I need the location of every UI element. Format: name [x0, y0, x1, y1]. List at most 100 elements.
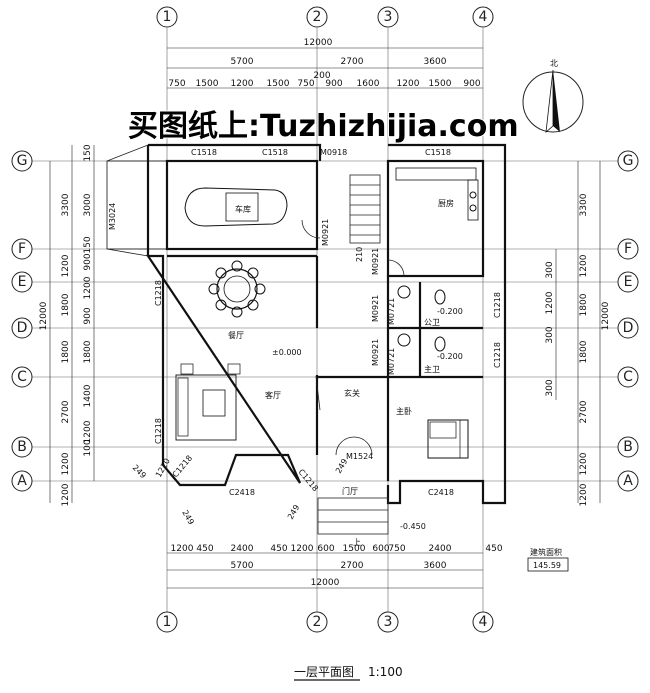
dim-bottom-detail-10: 2400 — [429, 544, 452, 554]
area-label: 建筑面积 — [530, 547, 562, 557]
grid-bubble-right-B: B — [617, 436, 639, 458]
dim-left-outer-2: 1200 — [61, 254, 71, 277]
opening-c2418-b: C2418 — [428, 488, 454, 497]
grid-bubble-left-B: B — [11, 436, 33, 458]
sofa-icon — [175, 363, 241, 441]
room-label-kitchen: 厨房 — [438, 198, 454, 208]
dim-right-outer-7: 1200 — [579, 483, 589, 506]
dim-top-detail-10: 900 — [463, 79, 480, 89]
room-label-dining: 餐厅 — [228, 331, 244, 340]
opening-c1218-b: C1218 — [154, 418, 163, 444]
drawing-title: 一层平面图 1:100 — [294, 665, 403, 681]
opening-c1218-d: C1218 — [493, 342, 502, 368]
opening-c1518-c: C1518 — [425, 148, 451, 157]
dim-top-detail-1: 750 — [168, 79, 185, 89]
room-label-garage: 车库 — [235, 204, 251, 214]
elevation-porch: -0.450 — [400, 522, 426, 531]
opening-c1518-b: C1518 — [262, 148, 288, 157]
grid-bubble-right-G: G — [617, 150, 639, 172]
dim-left-outer-5: 2700 — [61, 400, 71, 423]
grid-bubble-left-E: E — [11, 271, 33, 293]
dim-top-detail-8: 1200 — [397, 79, 420, 89]
dim-top-seg-3: 3600 — [424, 57, 447, 67]
dim-left-inner-6: 900 — [83, 307, 93, 324]
svg-text:A: A — [623, 473, 633, 489]
elevation-main: ±0.000 — [272, 348, 302, 357]
grid-bubble-right-A: A — [617, 470, 639, 492]
grid-bubble-left-C: C — [11, 366, 33, 388]
dim-bottom-seg-1: 5700 — [231, 561, 254, 571]
kitchen-fixtures-icon — [395, 167, 479, 221]
opening-m3024: M3024 — [108, 203, 117, 230]
svg-text:1: 1 — [163, 9, 172, 25]
car-icon — [184, 187, 288, 227]
svg-text:3: 3 — [384, 614, 393, 630]
dim-left-inner-4: 900 — [83, 253, 93, 270]
grid-bubble-top-2: 2 — [306, 6, 328, 28]
grid-bubble-bottom-4: 4 — [472, 611, 494, 633]
dim-left-outer-4: 1800 — [61, 340, 71, 363]
opening-c1218-e: C1218 — [171, 454, 195, 480]
dim-left-outer-6: 1200 — [61, 452, 71, 475]
stair-small-label: 210 — [355, 247, 364, 262]
dim-left-inner-3: 150 — [83, 236, 93, 253]
dim-top-detail-7: 1600 — [357, 79, 380, 89]
svg-text:E: E — [624, 274, 633, 290]
svg-text:F: F — [624, 241, 632, 257]
dim-bottom-detail-3: 2400 — [231, 544, 254, 554]
opening-m0721-a: M0721 — [387, 298, 396, 325]
dim-total-bottom: 12000 — [311, 578, 340, 588]
svg-text:A: A — [17, 473, 27, 489]
svg-text:C: C — [623, 369, 633, 385]
dim-left-outer-1: 3300 — [61, 193, 71, 216]
grid-bubble-right-D: D — [617, 317, 639, 339]
svg-text:2: 2 — [313, 9, 322, 25]
dim-left-inner-8: 1400 — [83, 384, 93, 407]
room-label-master-bedroom: 主卧 — [396, 406, 412, 416]
dim-right-inner-2: 1200 — [545, 291, 555, 314]
svg-text:B: B — [623, 439, 633, 455]
opening-c1218-a: C1218 — [154, 280, 163, 306]
dim-top-detail-6: 900 — [325, 79, 342, 89]
dim-bottom-detail-1: 1200 — [171, 544, 194, 554]
opening-m0921-a: M0921 — [321, 219, 330, 246]
room-label-entry: 玄关 — [344, 388, 360, 398]
horizontal-grid-lines — [32, 160, 618, 482]
opening-c1518-a: C1518 — [191, 148, 217, 157]
elevation-bath-b: -0.200 — [437, 352, 463, 361]
svg-text:3: 3 — [384, 9, 393, 25]
svg-text:4: 4 — [479, 614, 488, 630]
grid-bubble-left-G: G — [11, 150, 33, 172]
dim-bottom-detail-7: 1500 — [343, 544, 366, 554]
dim-top-detail-5: 750 — [297, 79, 314, 89]
dim-bottom-seg-3: 3600 — [424, 561, 447, 571]
room-label-bath-a: 公卫 — [424, 318, 440, 327]
dim-left-inner-2: 3000 — [83, 193, 93, 216]
opening-c1218-c: C1218 — [493, 292, 502, 318]
svg-text:D: D — [17, 320, 28, 336]
dim-bottom-detail-4: 450 — [270, 544, 287, 554]
dim-bottom-detail-5: 1200 — [291, 544, 314, 554]
svg-text:G: G — [17, 153, 28, 169]
grid-bubble-left-A: A — [11, 470, 33, 492]
opening-249-c: 249 — [286, 503, 301, 521]
north-arrow-icon: 北 — [522, 59, 584, 133]
dim-left-inner-5: 1200 — [83, 276, 93, 299]
svg-text:B: B — [17, 439, 27, 455]
dining-table-icon — [208, 260, 266, 318]
opening-m1524: M1524 — [346, 452, 373, 461]
svg-text:C: C — [17, 369, 27, 385]
grid-bubble-bottom-2: 2 — [306, 611, 328, 633]
toilet-icon — [397, 285, 446, 352]
dim-top-detail-3: 1200 — [231, 79, 254, 89]
dim-left-inner-9: 1200 — [83, 420, 93, 443]
opening-1220: 1220 — [154, 457, 172, 479]
svg-text:E: E — [18, 274, 27, 290]
dim-left-outer-7: 1200 — [61, 483, 71, 506]
grid-bubble-top-3: 3 — [377, 6, 399, 28]
up-mark: 上 — [353, 538, 361, 547]
grid-bubble-bottom-1: 1 — [156, 611, 178, 633]
drawing-scale: 1:100 — [368, 665, 403, 679]
drawing-title-text: 一层平面图 — [294, 665, 354, 679]
